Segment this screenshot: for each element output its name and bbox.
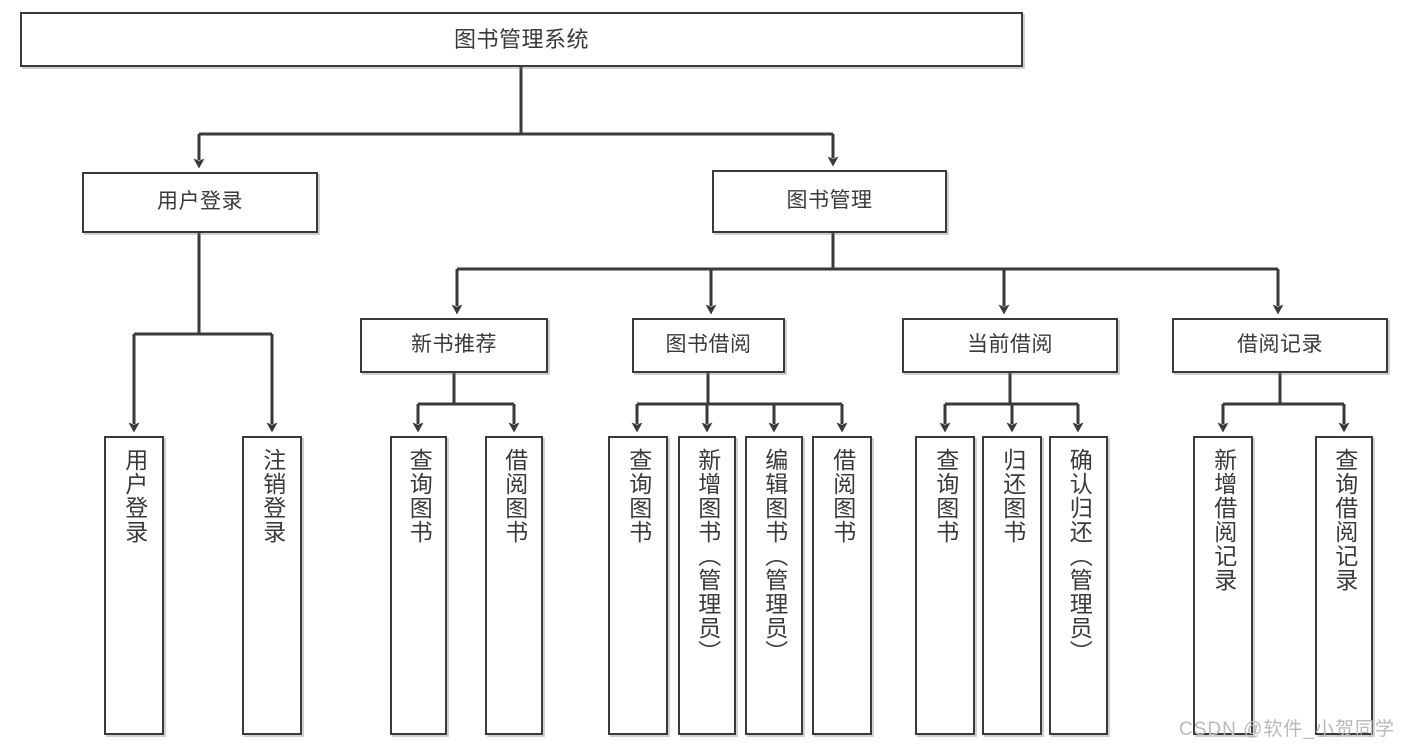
node-current-borrowing[interactable]: 当前借阅 (902, 318, 1118, 373)
leaf-logout[interactable]: 注销登录 (242, 436, 302, 735)
node-label: 新增图书（管理员） (694, 448, 721, 664)
leaf-user-login[interactable]: 用户登录 (104, 436, 164, 735)
node-label: 查询图书 (625, 448, 652, 544)
node-label: 图书借阅 (665, 333, 752, 357)
node-label: 借阅图书 (501, 448, 528, 544)
node-label: 查询图书 (932, 448, 959, 544)
node-label: 查询借阅记录 (1331, 448, 1358, 592)
node-label: 确认归还（管理员） (1066, 448, 1093, 664)
leaf-query-borrow-record[interactable]: 查询借阅记录 (1315, 436, 1373, 735)
leaf-edit-book-admin[interactable]: 编辑图书（管理员） (745, 436, 803, 735)
node-label: 新书推荐 (411, 333, 497, 357)
leaf-borrow-book-borrowing[interactable]: 借阅图书 (812, 436, 872, 735)
node-label: 查询图书 (406, 448, 433, 544)
node-label: 当前借阅 (967, 333, 1053, 357)
node-label: 注销登录 (259, 448, 286, 544)
node-book-management[interactable]: 图书管理 (712, 170, 947, 233)
node-label: 借阅记录 (1237, 333, 1323, 357)
node-root[interactable]: 图书管理系统 (20, 12, 1023, 67)
node-label: 借阅图书 (829, 448, 856, 544)
leaf-query-book-current[interactable]: 查询图书 (915, 436, 975, 735)
node-borrow-records[interactable]: 借阅记录 (1172, 318, 1388, 373)
leaf-query-book-recommendation[interactable]: 查询图书 (390, 436, 447, 735)
node-new-book-recommendation[interactable]: 新书推荐 (360, 318, 548, 373)
node-label: 用户登录 (121, 448, 148, 544)
node-label: 归还图书 (999, 448, 1026, 544)
node-label: 图书管理系统 (453, 26, 589, 52)
leaf-borrow-book-recommendation[interactable]: 借阅图书 (485, 436, 543, 735)
leaf-query-book-borrowing[interactable]: 查询图书 (608, 436, 668, 735)
node-label: 用户登录 (157, 190, 243, 214)
leaf-add-book-admin[interactable]: 新增图书（管理员） (678, 436, 736, 735)
leaf-confirm-return-admin[interactable]: 确认归还（管理员） (1049, 436, 1108, 735)
node-label: 新增借阅记录 (1210, 448, 1237, 592)
node-label: 图书管理 (786, 189, 873, 213)
csdn-watermark: CSDN @软件_小贺同学 (1179, 719, 1395, 740)
node-book-borrowing[interactable]: 图书借阅 (632, 318, 785, 373)
leaf-return-book[interactable]: 归还图书 (982, 436, 1042, 735)
leaf-add-borrow-record[interactable]: 新增借阅记录 (1193, 436, 1253, 735)
node-label: 编辑图书（管理员） (761, 448, 788, 664)
node-user-login[interactable]: 用户登录 (82, 172, 318, 233)
